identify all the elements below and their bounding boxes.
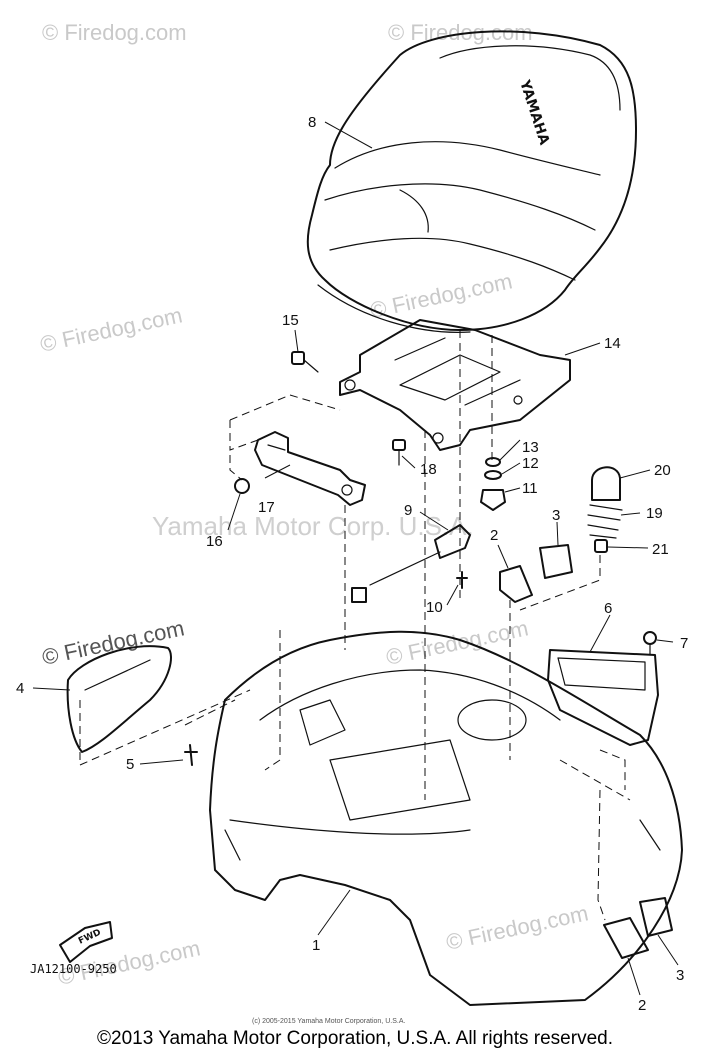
callout-10: 10 <box>426 599 443 616</box>
watermark-mid-right: © Firedog.com <box>368 268 515 323</box>
callout-3-lower: 3 <box>676 967 684 984</box>
watermark-lower-left: © Firedog.com <box>40 615 187 670</box>
seat-brand-text: YAMAHA <box>516 77 552 147</box>
callout-19: 19 <box>646 505 663 522</box>
bolt-18-part <box>392 439 406 466</box>
bolt-5-part <box>184 744 198 766</box>
diagram-code: JA12100-9250 <box>30 962 117 976</box>
callout-4: 4 <box>16 680 24 697</box>
bolt-7-part <box>643 631 657 656</box>
watermark-lower-right: © Firedog.com <box>384 615 531 670</box>
callout-11: 11 <box>522 480 538 497</box>
rubber-2-lower-part <box>603 917 649 959</box>
callout-numbers: 1 2 2 3 3 4 5 6 7 8 9 10 11 12 13 14 15 … <box>16 114 688 1014</box>
callout-3-upper: 3 <box>552 507 560 524</box>
callout-21: 21 <box>652 541 669 558</box>
callout-8: 8 <box>308 114 316 131</box>
watermark-bottom-right: © Firedog.com <box>444 900 591 955</box>
watermark-group: © Firedog.com © Firedog.com © Firedog.co… <box>38 20 591 990</box>
callout-20: 20 <box>654 462 671 479</box>
callout-2-lower: 2 <box>638 997 646 1014</box>
callout-6: 6 <box>604 600 612 617</box>
callout-5: 5 <box>126 756 134 773</box>
seat-bracket-part <box>339 319 571 451</box>
callout-17: 17 <box>258 499 275 516</box>
fastener-stack-part <box>480 457 506 511</box>
callout-12: 12 <box>522 455 539 472</box>
small-copyright: (c) 2005-2015 Yamaha Motor Corporation, … <box>252 1018 405 1025</box>
callout-7: 7 <box>680 635 688 652</box>
spring-cap-part <box>587 466 623 553</box>
rear-fender-part <box>209 630 683 1006</box>
callout-16: 16 <box>206 533 223 550</box>
callout-14: 14 <box>604 335 621 352</box>
watermark-top-right: © Firedog.com <box>388 20 533 45</box>
callout-2-upper: 2 <box>490 527 498 544</box>
side-cover-4-part <box>66 645 172 753</box>
callout-1: 1 <box>312 937 320 954</box>
screw-10-part <box>456 571 468 589</box>
callout-15: 15 <box>282 312 299 329</box>
side-bracket-part <box>254 431 366 506</box>
assembly-lines <box>79 330 631 921</box>
callout-18: 18 <box>420 461 437 478</box>
latch-part <box>351 524 471 603</box>
footer-copyright: ©2013 Yamaha Motor Corporation, U.S.A. A… <box>97 1028 613 1049</box>
watermark-mid-left: © Firedog.com <box>38 302 185 357</box>
rubber-2-upper-part <box>499 565 533 603</box>
cover-3-upper-part <box>539 544 573 579</box>
nut-16-part <box>234 478 250 494</box>
watermark-center: Yamaha Motor Corp. U.S.A. <box>152 511 474 541</box>
bolt-15-part <box>291 351 319 373</box>
callout-9: 9 <box>404 502 412 519</box>
leader-lines <box>32 121 679 996</box>
callout-13: 13 <box>522 439 539 456</box>
watermark-top-left: © Firedog.com <box>42 20 187 45</box>
storage-box-part <box>547 649 659 746</box>
cover-3-lower-part <box>639 897 673 937</box>
